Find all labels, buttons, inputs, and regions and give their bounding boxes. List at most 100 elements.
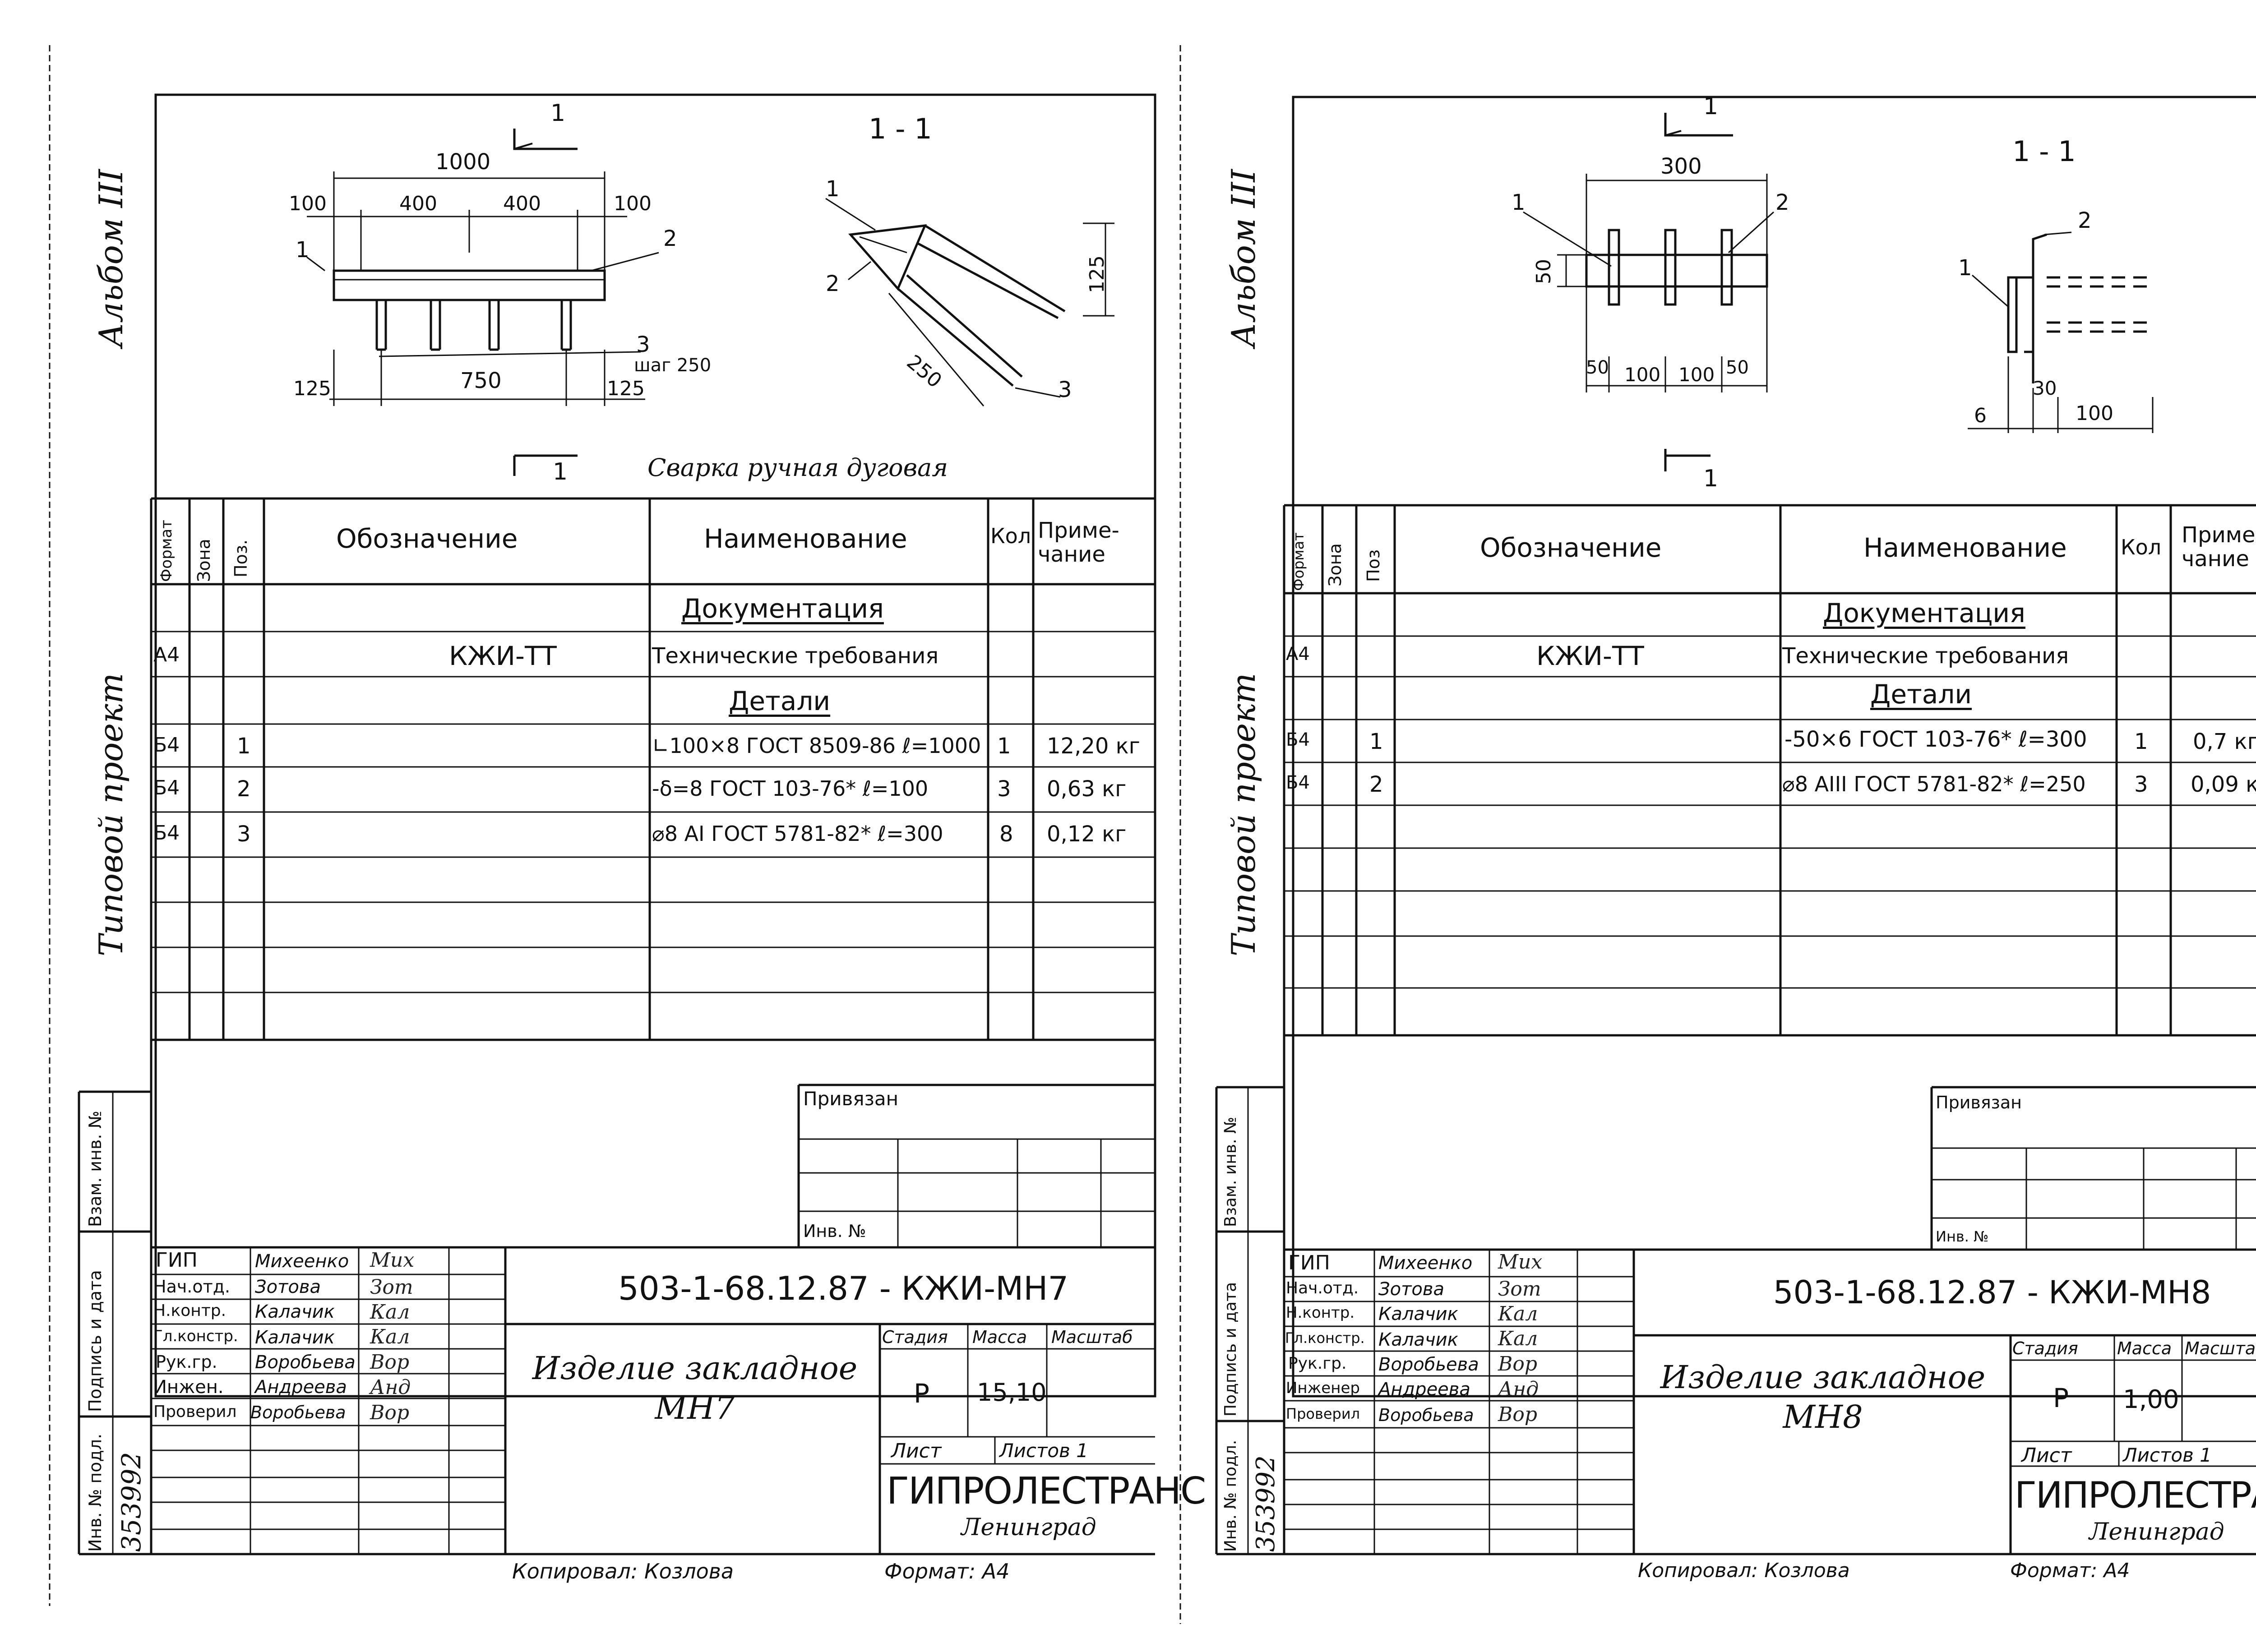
sec-pos2: 2 <box>2078 208 2092 233</box>
staff-name: Калачик <box>1378 1304 1458 1324</box>
row-name: Документация <box>1823 598 2025 628</box>
row-name: -50×6 ГОСТ 103-76* ℓ=300 <box>1784 727 2087 752</box>
signature-4: Кал <box>370 1325 410 1348</box>
hdr-zone: Зона <box>194 539 214 582</box>
hdr-note: Приме-чание <box>2182 522 2256 572</box>
row-format: Б4 <box>153 776 180 799</box>
staff-name: Михеенко <box>255 1251 349 1272</box>
row-note: 0,09 кг <box>2191 772 2256 797</box>
signature-3: Кал <box>370 1301 410 1324</box>
section-mark-bottom: 1 <box>1703 465 1719 492</box>
staff-role: Рук.гр. <box>1288 1354 1347 1373</box>
row-qty: 1 <box>2134 729 2148 754</box>
staff-role: Рук.гр. <box>156 1352 217 1372</box>
row-format: Б4 <box>153 734 180 757</box>
section-mark-top: 1 <box>1703 93 1719 120</box>
row-pos: 1 <box>1369 729 1383 754</box>
staff-role: Нач.отд. <box>1286 1279 1359 1297</box>
staff-name: Воробьева <box>250 1403 346 1422</box>
signature-1: Мих <box>1498 1251 1543 1274</box>
staff-name: Воробьева <box>1378 1405 1474 1425</box>
dim-bottom-span: 750 <box>460 368 502 393</box>
row-name: Технические требования <box>1782 643 2069 669</box>
row-note: 0,12 кг <box>1047 821 1127 847</box>
side-project-label: Типовой проект <box>92 673 130 956</box>
signature-3: Кал <box>1498 1302 1538 1325</box>
section-title: 1 - 1 <box>869 112 932 145</box>
staff-role: Н.контр. <box>153 1301 227 1320</box>
staff-role: ГИП <box>1288 1251 1330 1274</box>
stage-label: Стадия <box>2012 1338 2078 1358</box>
mass-label: Масса <box>972 1327 1027 1347</box>
row-format: Б4 <box>153 821 180 844</box>
signature-5: Вор <box>1498 1352 1537 1375</box>
org-city: Ленинград <box>961 1514 1096 1541</box>
hdr-pos: Поз. <box>231 539 251 577</box>
scale-label: Масштаб <box>2185 1338 2256 1358</box>
dim-pos1: 1 <box>1512 190 1526 215</box>
inv-label: Инв. № <box>803 1221 866 1241</box>
hdr-qty: Кол <box>2121 535 2162 559</box>
sec-thick: 6 <box>1974 404 1987 427</box>
staff-name: Воробьева <box>255 1352 356 1373</box>
staff-name: Калачик <box>255 1327 335 1348</box>
signature-4: Кал <box>1498 1327 1538 1350</box>
signature-2: Зот <box>370 1276 413 1299</box>
hdr-note: Приме-чание <box>1038 518 1119 567</box>
scale-label: Масштаб <box>1051 1327 1133 1347</box>
row-qty: 8 <box>999 821 1013 847</box>
row-name: ∟100×8 ГОСТ 8509-86 ℓ=1000 <box>652 734 981 758</box>
dim-bottom-right: 125 <box>607 377 645 400</box>
sheets-label: Листов 1 <box>999 1440 1088 1462</box>
staff-name: Зотова <box>1378 1279 1444 1300</box>
staff-role: Проверил <box>1286 1405 1360 1422</box>
signature-6: Анд <box>370 1376 411 1399</box>
dim-pos2: 2 <box>663 226 677 251</box>
hdr-name: Наименование <box>704 523 907 554</box>
stage-label: Стадия <box>882 1327 948 1347</box>
dim-mid2: 400 <box>503 192 541 215</box>
row-qty: 3 <box>2134 772 2148 797</box>
hdr-qty: Кол <box>990 524 1031 548</box>
dim-b3: 100 <box>1678 364 1715 386</box>
copied-note: Копировал: Козлова <box>1638 1559 1850 1582</box>
dim-height: 50 <box>1532 259 1555 284</box>
mn7-section-view <box>825 198 1114 406</box>
row-name: Детали <box>729 686 831 716</box>
dim-edge-left: 100 <box>289 192 327 215</box>
staff-name: Андреева <box>1378 1379 1470 1400</box>
row-format: Б4 <box>1286 729 1310 750</box>
signature-2: Зот <box>1498 1278 1541 1301</box>
sec-off: 30 <box>2033 377 2057 399</box>
row-format: Б4 <box>1286 772 1310 793</box>
hdr-zone: Зона <box>1325 543 1345 586</box>
org-name: ГИПРОЛЕСТРАНС <box>2015 1474 2256 1516</box>
dim-pos2: 2 <box>1775 190 1789 215</box>
staff-role: Гл.констр. <box>153 1327 238 1345</box>
signature-6: Анд <box>1498 1378 1539 1401</box>
item-title: Изделие закладное МН7 <box>532 1350 858 1426</box>
row-format: А4 <box>1286 644 1310 664</box>
side-project-label: Типовой проект <box>1225 673 1262 956</box>
row-pos: 3 <box>237 821 251 847</box>
dim-mid1: 400 <box>399 192 437 215</box>
section-mark-top: 1 <box>550 100 566 127</box>
sec-height: 125 <box>1086 255 1109 293</box>
dim-b4: 50 <box>1726 357 1749 378</box>
hdr-pos: Поз <box>1364 549 1383 582</box>
signature-1: Мих <box>370 1249 415 1272</box>
doc-code: 503-1-68.12.87 - КЖИ-МН8 <box>1773 1274 2211 1311</box>
sheet-label: Лист <box>2021 1444 2072 1467</box>
signature-7: Вор <box>1498 1403 1537 1426</box>
row-format: А4 <box>153 643 180 666</box>
side-inv-podl-label: Инв. № подл. <box>85 1433 105 1552</box>
row-qty: 3 <box>997 776 1011 802</box>
welding-note: Сварка ручная дуговая <box>647 453 948 482</box>
stage-value: Р <box>914 1378 929 1409</box>
side-podpis-label: Подпись и дата <box>1221 1282 1240 1417</box>
dim-pos3: 3 <box>636 332 650 357</box>
sec-pos1: 1 <box>1958 255 1972 281</box>
staff-role: ГИП <box>156 1249 198 1272</box>
dim-bottom-left: 125 <box>293 377 331 400</box>
doc-code: 503-1-68.12.87 - КЖИ-МН7 <box>618 1269 1069 1307</box>
